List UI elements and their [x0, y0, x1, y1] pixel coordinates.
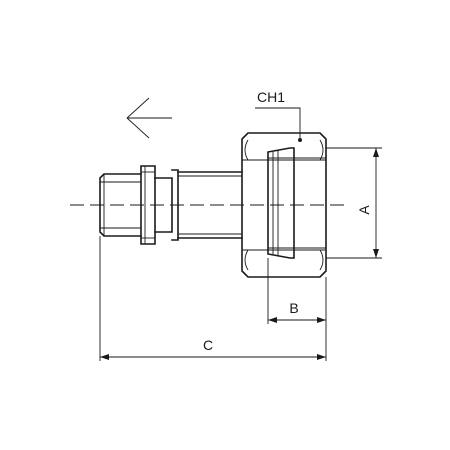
dimension-c: C — [99, 236, 327, 361]
dimension-a-label: A — [356, 205, 372, 215]
flow-direction-arrow-icon — [126, 97, 172, 139]
dimension-c-label: C — [203, 337, 213, 353]
dimension-a: A — [326, 147, 382, 259]
body-shank — [177, 171, 243, 239]
internal-thread — [267, 147, 326, 259]
ch1-callout: CH1 — [255, 89, 302, 142]
plug-collar — [140, 165, 179, 245]
dimension-b: B — [267, 258, 327, 324]
ch1-label: CH1 — [257, 89, 285, 105]
dimension-b-label: B — [289, 300, 298, 316]
